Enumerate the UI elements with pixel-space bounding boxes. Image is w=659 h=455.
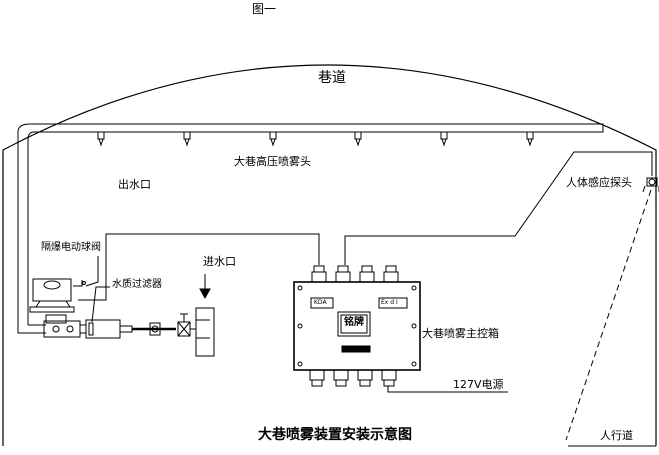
inlet-arrow-head [199, 288, 211, 300]
inlet-valve [177, 307, 215, 357]
main-control-box [293, 265, 421, 387]
nameplate-text: 铭牌 [344, 317, 364, 328]
body-sensor-unit [642, 177, 659, 193]
spray-head [269, 131, 277, 147]
leader-valve [85, 256, 99, 287]
valve-cable [78, 233, 320, 301]
spray-head-group [97, 131, 534, 147]
spray-head [354, 131, 362, 147]
box-badge-right: Ex d I [381, 299, 398, 306]
spray-head [526, 131, 534, 147]
valve-label: 隔爆电动球阀 [41, 242, 101, 253]
sensor-cable [344, 151, 653, 265]
valve-pipe-link [17, 324, 46, 334]
sensing-range-line [565, 189, 652, 441]
tunnel-outline [2, 64, 657, 446]
water-inlet-label: 进水口 [203, 255, 236, 268]
spray-head [97, 131, 105, 147]
walkway-label: 人行道 [600, 429, 633, 442]
spray-heads-label: 大巷高压喷雾头 [234, 155, 311, 168]
spray-head [440, 131, 448, 147]
control-box-label: 大巷喷雾主控箱 [422, 327, 499, 340]
water-pipe [17, 123, 604, 325]
box-badge-left: KDA [314, 299, 327, 306]
water-filter-unit [85, 319, 176, 339]
leader-filter [91, 286, 110, 323]
power-cable [387, 386, 508, 393]
diagram-caption: 大巷喷雾装置安装示意图 [258, 427, 412, 443]
ball-valve [29, 278, 86, 338]
tunnel-label: 巷道 [318, 70, 346, 86]
power-label: 127V电源 [453, 378, 504, 391]
water-outlet-label: 出水口 [118, 178, 151, 191]
spray-head [183, 131, 191, 147]
body-sensor-label: 人体感应探头 [566, 176, 632, 189]
figure-label: 图一 [252, 2, 277, 16]
filter-label: 水质过滤器 [112, 279, 162, 290]
